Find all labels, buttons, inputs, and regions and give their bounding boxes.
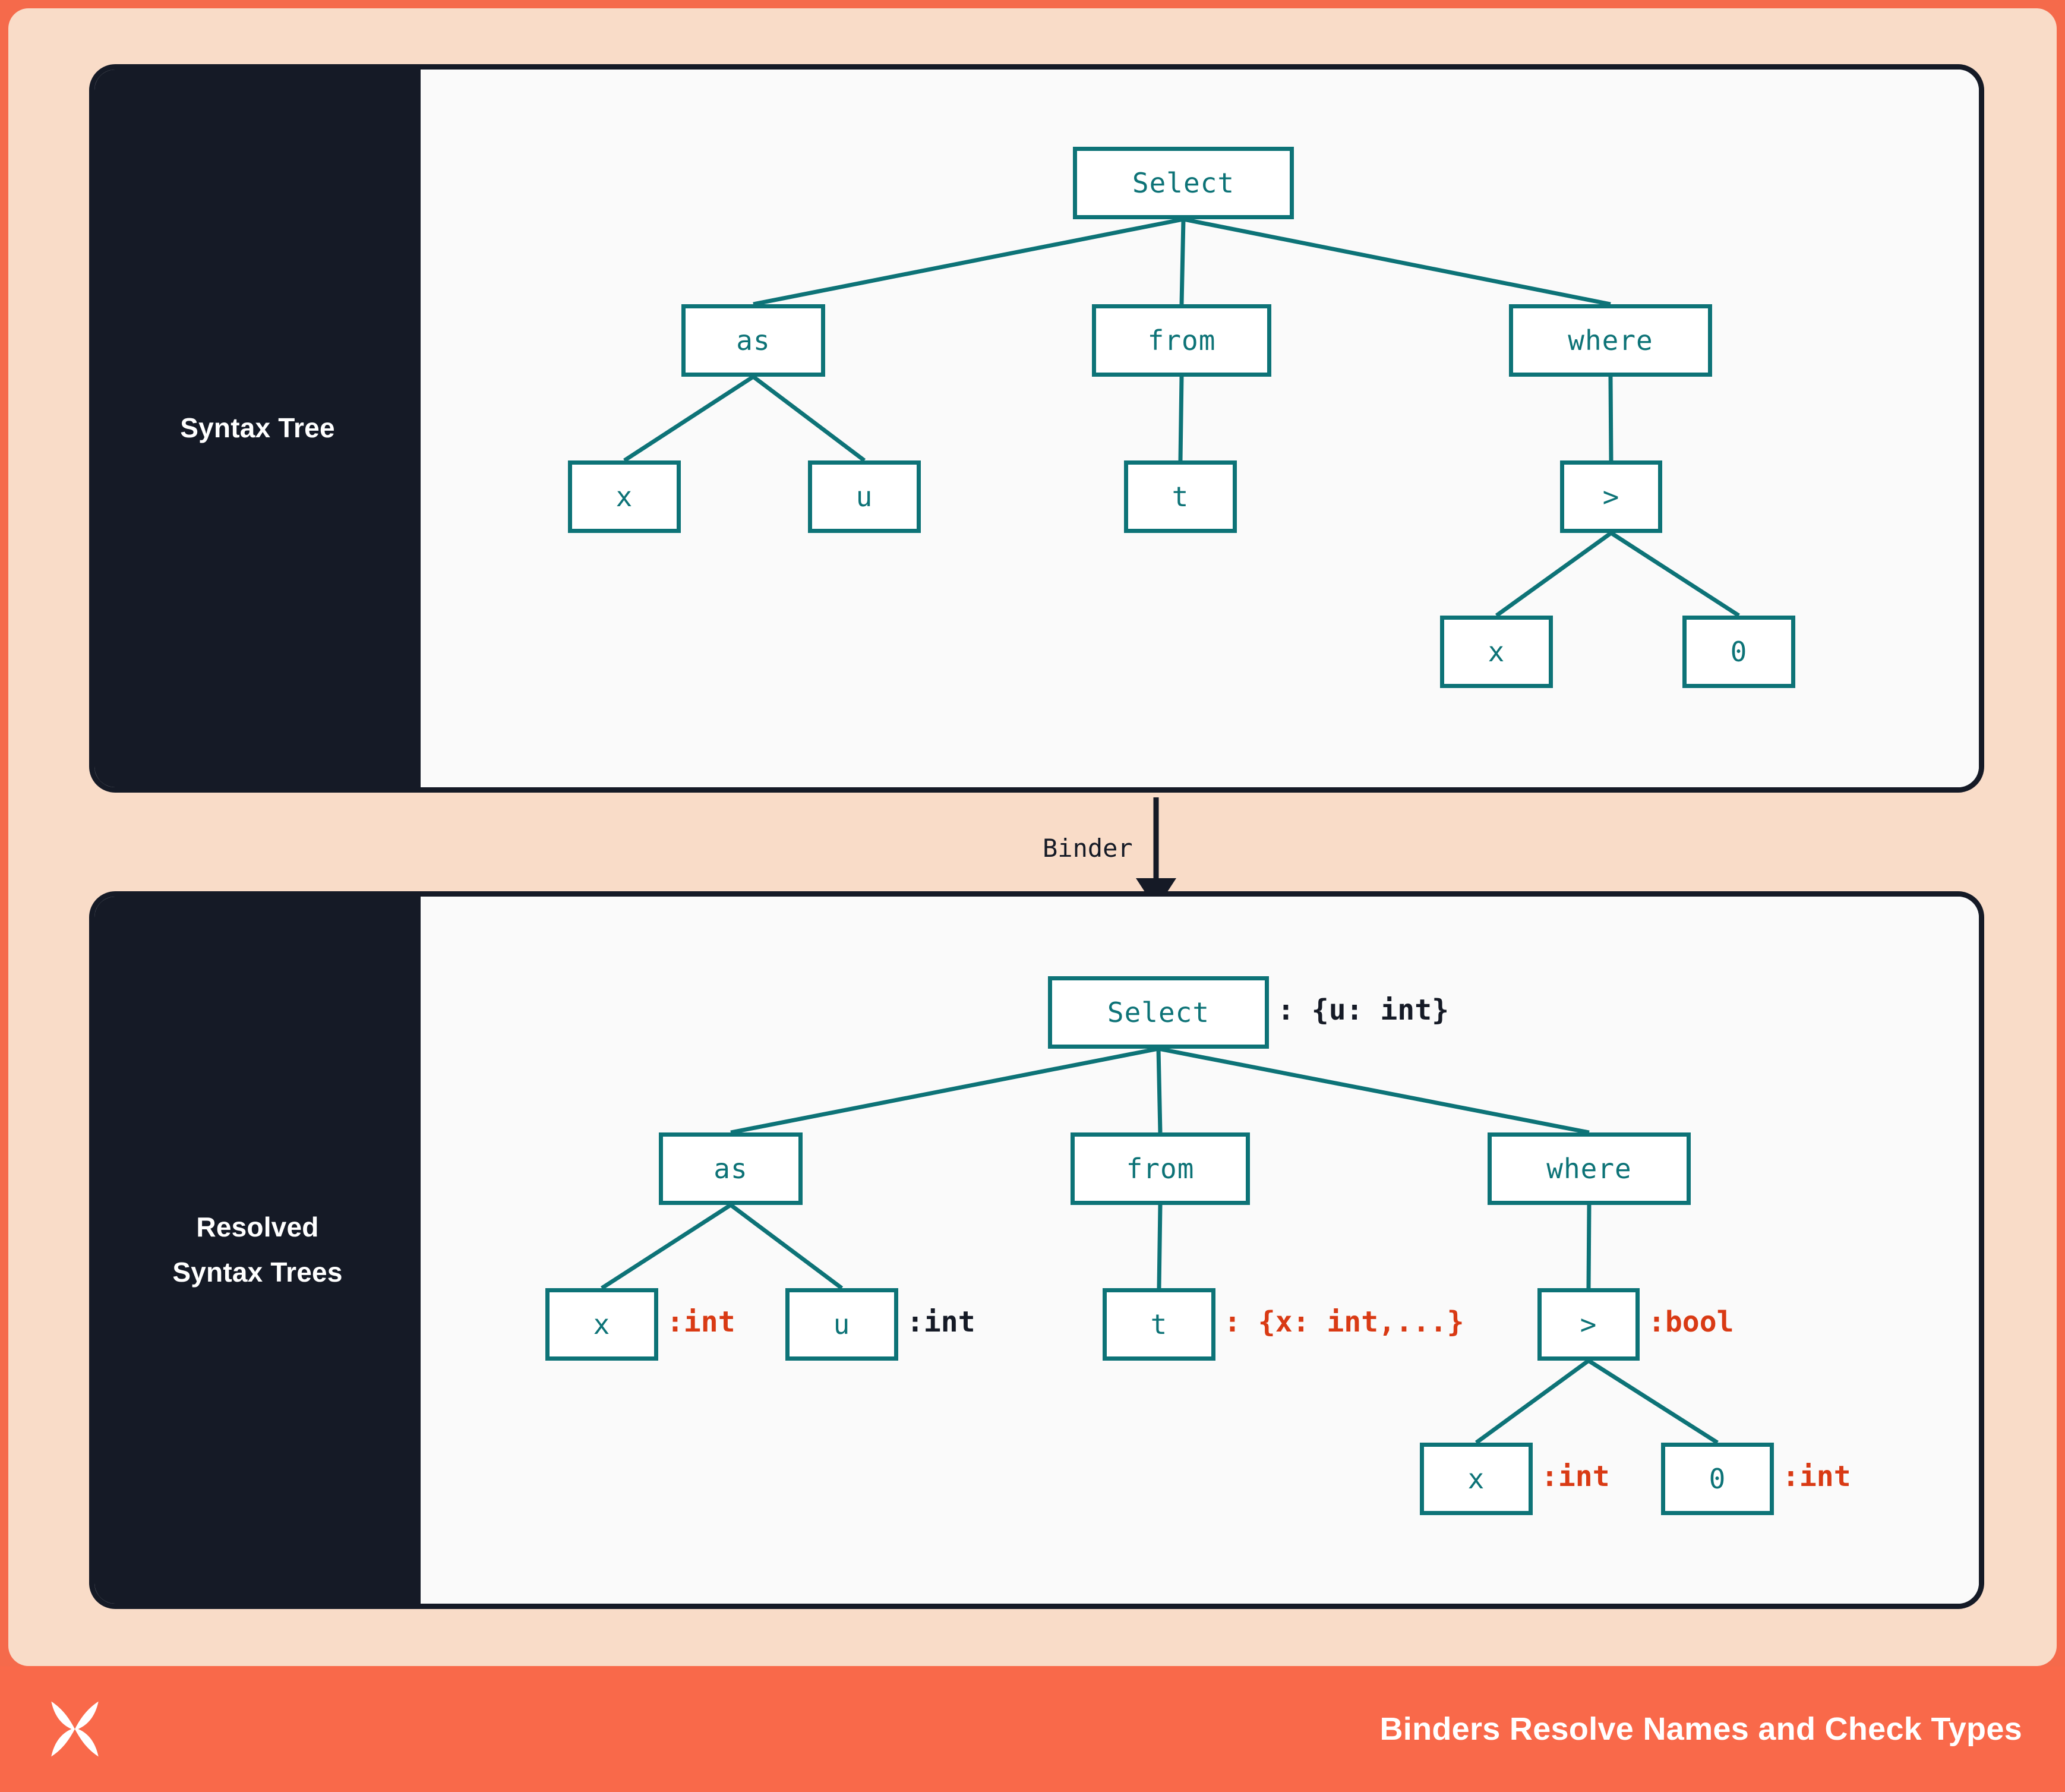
tree-node-gt-0[interactable]: 0 <box>1661 1443 1774 1515</box>
tree-node-as-x[interactable]: x <box>545 1288 658 1361</box>
tree-node-as-x[interactable]: x <box>568 460 681 533</box>
type-annotation-select: : {u: int} <box>1277 993 1449 1027</box>
type-annotation-gt-0: :int <box>1782 1460 1851 1493</box>
tree-node-label: from <box>1126 1153 1195 1185</box>
tree-node-label: as <box>713 1153 748 1185</box>
tree-node-from[interactable]: from <box>1092 304 1271 377</box>
tree-node-from[interactable]: from <box>1071 1132 1250 1205</box>
footer-caption: Binders Resolve Names and Check Types <box>1379 1711 2022 1747</box>
footer-bar: Binders Resolve Names and Check Types <box>0 1666 2065 1792</box>
binder-label: Binder <box>1043 834 1133 863</box>
type-annotation-gt: :bool <box>1648 1305 1734 1339</box>
tree-node-label: x <box>593 1308 611 1340</box>
sidebar-syntax-tree: Syntax Tree <box>94 70 421 787</box>
tree-canvas-syntax-tree: Select as from where x u t > x 0 <box>421 70 1979 787</box>
tree-node-label: x <box>1467 1463 1485 1495</box>
tree-edge-gt-to-gt-0 <box>1610 531 1740 617</box>
tree-edge-as-to-as-x <box>623 375 754 462</box>
tree-node-gt[interactable]: > <box>1560 460 1662 533</box>
tree-edge-select-to-as <box>730 1046 1159 1135</box>
tree-node-label: 0 <box>1730 636 1748 668</box>
type-annotation-from-t: : {x: int,...} <box>1224 1305 1464 1339</box>
tree-node-select[interactable]: Select <box>1048 976 1269 1049</box>
tree-node-label: from <box>1147 324 1216 356</box>
binder-transition: Binder <box>980 795 1337 914</box>
tree-node-label: Select <box>1107 996 1210 1028</box>
tree-node-label: u <box>833 1308 851 1340</box>
tree-edge-select-to-where <box>1158 1046 1590 1135</box>
tree-edge-gt-to-gt-x <box>1495 531 1613 617</box>
tree-edge-select-to-from <box>1156 1048 1163 1133</box>
tree-node-label: t <box>1150 1308 1168 1340</box>
type-annotation-as-u: :int <box>907 1305 975 1339</box>
tree-node-label: > <box>1580 1308 1597 1340</box>
tree-edge-as-to-as-x <box>601 1203 732 1290</box>
tree-edge-from-to-from-t <box>1178 376 1184 461</box>
tree-canvas-resolved: Select : {u: int} as from where x :int u :int t : … <box>421 897 1979 1604</box>
panel-syntax-tree: Syntax Tree Select as from where x u t > x 0 <box>89 64 1984 793</box>
tree-node-gt[interactable]: > <box>1537 1288 1640 1361</box>
sidebar-label-line-1: Resolved <box>196 1212 319 1243</box>
type-annotation-as-x: :int <box>667 1305 735 1339</box>
tree-node-where[interactable]: where <box>1488 1132 1691 1205</box>
tree-node-as[interactable]: as <box>681 304 825 377</box>
tree-node-from-t[interactable]: t <box>1103 1288 1215 1361</box>
sidebar-label-line-2: Syntax Trees <box>172 1257 343 1288</box>
tree-node-label: t <box>1172 481 1189 513</box>
tree-node-label: u <box>855 481 873 513</box>
type-annotation-gt-x: :int <box>1541 1460 1610 1493</box>
tree-node-label: x <box>1488 636 1505 668</box>
tree-node-from-t[interactable]: t <box>1124 460 1237 533</box>
sidebar-resolved-syntax-trees: Resolved Syntax Trees <box>94 897 421 1604</box>
tree-node-where[interactable]: where <box>1509 304 1712 377</box>
tree-node-label: x <box>615 481 633 513</box>
tree-node-gt-0[interactable]: 0 <box>1682 616 1795 688</box>
sidebar-label-syntax-tree: Syntax Tree <box>180 412 335 444</box>
tree-edge-select-to-as <box>753 217 1184 307</box>
tree-edge-as-to-as-u <box>729 1203 844 1290</box>
tree-edge-select-to-from <box>1179 219 1186 305</box>
sidebar-label-resolved-syntax-trees: Resolved Syntax Trees <box>172 1205 342 1295</box>
tree-node-as[interactable]: as <box>659 1132 803 1205</box>
tree-node-label: as <box>736 324 771 356</box>
tree-node-gt-x[interactable]: x <box>1420 1443 1533 1515</box>
tree-node-label: where <box>1568 324 1653 356</box>
tree-node-label: > <box>1602 481 1620 513</box>
tree-edge-gt-to-gt-0 <box>1587 1359 1719 1444</box>
tree-edge-as-to-as-u <box>752 375 866 462</box>
bowtie-logo-icon <box>51 1701 99 1757</box>
tree-node-as-u[interactable]: u <box>785 1288 898 1361</box>
tree-node-select[interactable]: Select <box>1073 147 1294 219</box>
tree-node-label: 0 <box>1709 1463 1726 1495</box>
tree-node-label: where <box>1546 1153 1632 1185</box>
tree-edge-from-to-from-t <box>1157 1204 1163 1289</box>
tree-node-gt-x[interactable]: x <box>1440 616 1553 688</box>
tree-edge-select-to-where <box>1183 217 1611 307</box>
tree-node-as-u[interactable]: u <box>808 460 921 533</box>
tree-node-label: Select <box>1132 167 1235 199</box>
panel-resolved-syntax-trees: Resolved Syntax Trees Select : {u: int} as… <box>89 891 1984 1609</box>
tree-edge-gt-to-gt-x <box>1474 1359 1590 1444</box>
